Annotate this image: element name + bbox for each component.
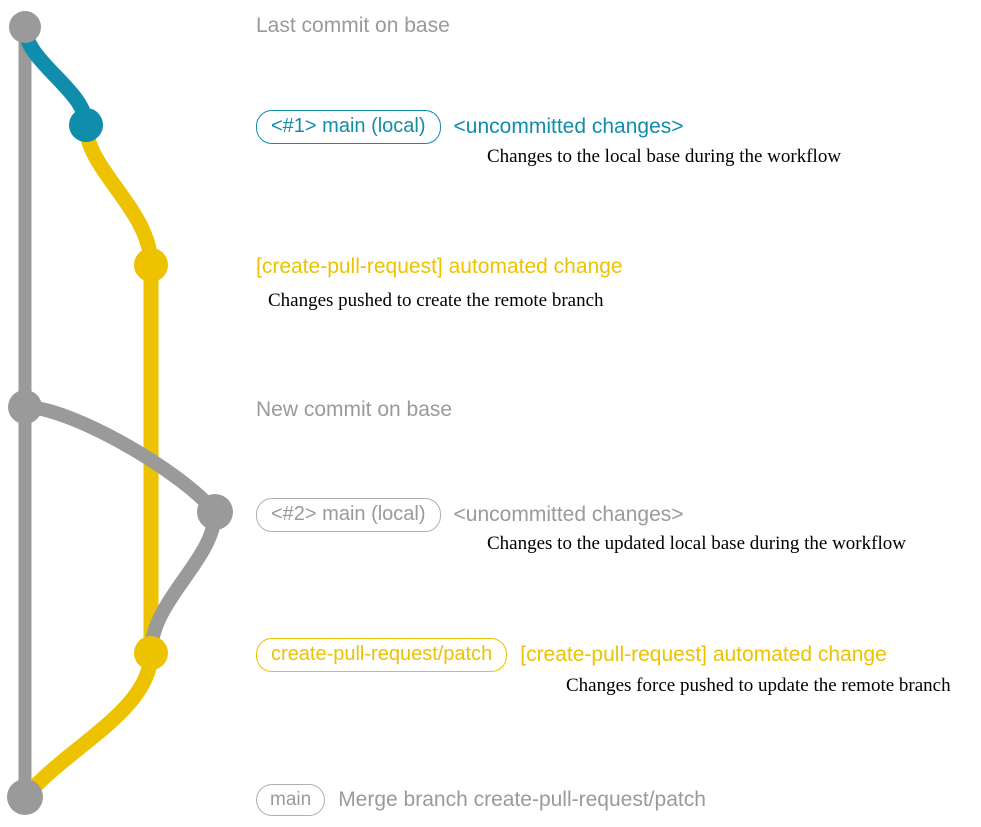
row-local-main-1: <#1> main (local) <uncommitted changes>: [256, 110, 684, 144]
branch-chip-local-main-2[interactable]: <#2> main (local): [256, 498, 441, 532]
headline-automated-change-1: [create-pull-request] automated change: [256, 255, 623, 278]
row-automated-change-2: create-pull-request/patch [create-pull-r…: [256, 638, 887, 672]
headline-new-commit-on-base: New commit on base: [256, 398, 453, 421]
patch-merge-line: [17, 645, 159, 805]
node-merge-commit[interactable]: [7, 779, 43, 815]
row-automated-change-1: [create-pull-request] automated change: [256, 255, 623, 279]
commit-graph: [7, 11, 233, 815]
node-new-commit-on-base[interactable]: [8, 390, 42, 424]
node-automated-change-1[interactable]: [134, 248, 168, 282]
headline-last-commit-on-base: Last commit on base: [256, 14, 450, 37]
node-local-main-2[interactable]: [197, 494, 233, 530]
node-last-commit-on-base[interactable]: [9, 11, 41, 43]
description-local-main-2: Changes to the updated local base during…: [487, 533, 906, 554]
headline-uncommitted-changes-1: <uncommitted changes>: [453, 115, 684, 138]
node-automated-change-2[interactable]: [134, 636, 168, 670]
row-merge-commit: main Merge branch create-pull-request/pa…: [256, 784, 706, 816]
row-last-commit-on-base: Last commit on base: [256, 14, 450, 38]
branch-chip-create-pull-request-patch[interactable]: create-pull-request/patch: [256, 638, 508, 672]
description-automated-change-1: Changes pushed to create the remote bran…: [268, 290, 604, 311]
row-local-main-2: <#2> main (local) <uncommitted changes>: [256, 498, 684, 532]
patch-branch-upper-line: [78, 117, 159, 661]
description-local-main-1: Changes to the local base during the wor…: [487, 146, 842, 167]
headline-automated-change-2: [create-pull-request] automated change: [520, 643, 887, 666]
branch-chip-local-main-1[interactable]: <#1> main (local): [256, 110, 441, 144]
headline-merge-commit: Merge branch create-pull-request/patch: [338, 788, 706, 811]
headline-uncommitted-changes-2: <uncommitted changes>: [453, 503, 684, 526]
local-branch-1-line: [17, 19, 94, 133]
local-branch-2-line: [18, 400, 223, 660]
node-local-main-1[interactable]: [69, 108, 103, 142]
branch-chip-main[interactable]: main: [256, 784, 326, 816]
description-automated-change-2: Changes force pushed to update the remot…: [566, 675, 951, 696]
row-new-commit-on-base: New commit on base: [256, 398, 452, 422]
